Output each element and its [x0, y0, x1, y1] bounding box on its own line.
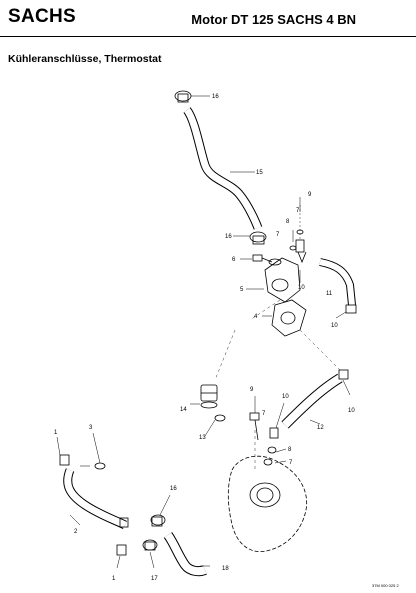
- callout-6: 6: [232, 257, 236, 263]
- part-clamp-16-mid: [233, 231, 267, 245]
- part-clamp-16-low: [150, 514, 166, 527]
- callout-7: 7: [276, 232, 280, 238]
- callout-18: 18: [222, 566, 229, 572]
- callout-3: 3: [89, 425, 93, 431]
- part-clamp-16-top: [174, 90, 210, 103]
- part-clamp-17: [142, 539, 158, 551]
- callout-16: 16: [170, 486, 177, 492]
- part-oring-13: [214, 414, 226, 422]
- callout-1: 1: [54, 430, 58, 436]
- part-fitting-lower: [263, 427, 279, 466]
- callout-1: 1: [112, 576, 116, 582]
- callout-10: 10: [298, 285, 305, 291]
- part-hose-18: [163, 532, 207, 577]
- part-hose-11: [319, 258, 357, 314]
- assembly-guide-lines: [214, 299, 341, 470]
- callout-2: 2: [74, 529, 78, 535]
- callout-11: 11: [326, 291, 333, 297]
- part-screw-6: [240, 254, 273, 263]
- page-header: SACHS Motor DT 125 SACHS 4 BN: [0, 0, 416, 37]
- part-hose-15: [183, 107, 263, 230]
- callout-16: 16: [225, 234, 232, 240]
- callout-8: 8: [286, 219, 290, 225]
- callout-12: 12: [317, 425, 324, 431]
- brand-name: SACHS: [8, 6, 77, 27]
- callout-10: 10: [331, 323, 338, 329]
- callout-4: 4: [254, 314, 258, 320]
- part-thermostat-housing-5: [246, 257, 301, 303]
- callout-9: 9: [308, 192, 312, 198]
- callout-10: 10: [348, 408, 355, 414]
- callout-7: 7: [296, 208, 300, 214]
- part-thermostat-14: [190, 384, 218, 409]
- part-hose-2: [63, 468, 129, 530]
- callout-leaders: [56, 171, 351, 569]
- model-title: Motor DT 125 SACHS 4 BN: [191, 12, 356, 27]
- callout-8: 8: [288, 447, 292, 453]
- part-hose-12: [281, 369, 349, 429]
- part-engine-case: [227, 455, 308, 552]
- callout-16: 16: [212, 94, 219, 100]
- callout-17: 17: [151, 576, 158, 582]
- callout-7: 7: [262, 411, 266, 417]
- part-screw-9-lower: [249, 412, 260, 441]
- section-title: Kühleranschlüsse, Thermostat: [8, 53, 162, 65]
- callout-13: 13: [199, 435, 206, 441]
- callout-5: 5: [240, 287, 244, 293]
- callout-9: 9: [250, 387, 254, 393]
- callout-14: 14: [180, 407, 187, 413]
- reference-code: 37M 000 025 2: [372, 583, 399, 588]
- callout-10: 10: [282, 394, 289, 400]
- callout-15: 15: [256, 170, 263, 176]
- callout-7: 7: [289, 460, 293, 466]
- part-gasket-4: [262, 299, 307, 337]
